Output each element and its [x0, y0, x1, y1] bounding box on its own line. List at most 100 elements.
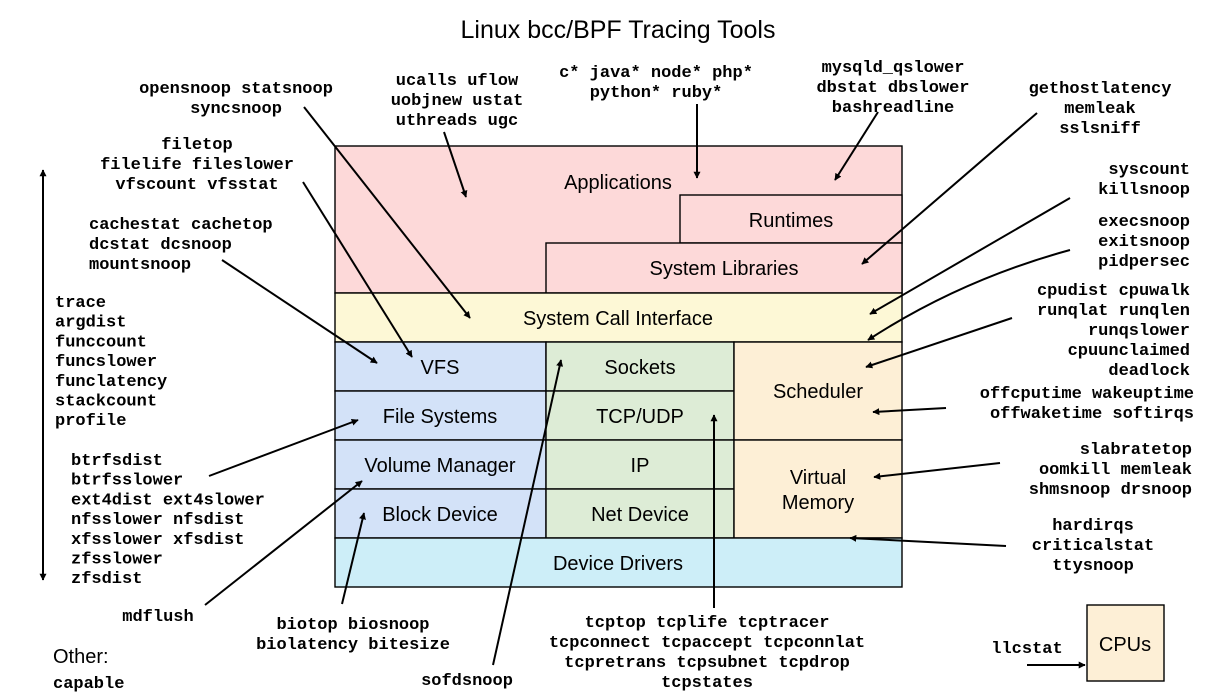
- applications-label: Applications: [564, 172, 672, 194]
- tool-line: syscount: [1108, 161, 1190, 180]
- tool-line: python* ruby*: [590, 84, 723, 103]
- tool-line: mdflush: [122, 608, 193, 627]
- tool-line: tcpretrans tcpsubnet tcpdrop: [564, 654, 850, 673]
- system-libraries-label: System Libraries: [650, 258, 799, 280]
- arrow-ucalls-to-applications: [443, 131, 468, 198]
- tool-line: cpuunclaimed: [1068, 342, 1190, 361]
- tool-line: killsnoop: [1098, 181, 1190, 200]
- arrow-gethostlatency-to-syslib: [861, 112, 1038, 265]
- tool-line: biotop biosnoop: [276, 616, 429, 635]
- tool-line: btrfsdist: [71, 452, 163, 471]
- stack: [334, 145, 1165, 682]
- tool-line: argdist: [55, 314, 126, 333]
- tool-line: hardirqs: [1052, 517, 1134, 536]
- tool-line: uthreads ugc: [396, 112, 518, 131]
- tool-line: sslsniff: [1059, 120, 1141, 139]
- tool-line: ucalls uflow: [396, 72, 519, 91]
- tool-line: tcptop tcplife tcptracer: [585, 614, 830, 633]
- virtual-memory-label-line1: Virtual: [790, 467, 846, 489]
- block-device-label: Block Device: [382, 504, 498, 526]
- tool-line: stackcount: [55, 393, 157, 412]
- tools-mdflush-group: mdflush: [122, 608, 193, 627]
- arrow-cachestat-to-vfs: [221, 259, 378, 364]
- tool-line: profile: [55, 412, 126, 431]
- virtual-memory-layer: [733, 439, 903, 539]
- scheduler-label: Scheduler: [773, 381, 863, 403]
- tool-line: c* java* node* php*: [559, 64, 753, 83]
- arrows: [39, 104, 1086, 669]
- tool-line: mysqld_qslower: [822, 59, 965, 78]
- arrow-slabratetop-to-vm: [873, 462, 1001, 480]
- tool-line: trace: [55, 294, 106, 313]
- file-systems-layer: [334, 390, 547, 441]
- tool-line: filetop: [161, 136, 232, 155]
- arrow-offcpu-to-scheduler: [872, 407, 947, 416]
- tool-line: dbstat dbslower: [816, 79, 969, 98]
- tool-line: offwaketime softirqs: [990, 405, 1194, 424]
- cpus-label: CPUs: [1099, 634, 1151, 656]
- arrow-execsnoop-to-scheduler: [867, 249, 1071, 341]
- system-call-interface-layer: [334, 292, 903, 343]
- net-device-layer: [545, 488, 735, 539]
- tool-line: funccount: [55, 333, 147, 352]
- tool-line: mountsnoop: [89, 256, 191, 275]
- arrow-opensnoop-to-syscall: [303, 106, 471, 319]
- tool-line: shmsnoop drsnoop: [1029, 481, 1192, 500]
- arrow-mdflush-to-volume: [204, 480, 363, 606]
- tool-line: tcpstates: [661, 674, 753, 693]
- tool-line: sofdsnoop: [421, 672, 513, 691]
- tool-line: btrfsslower: [71, 472, 183, 491]
- arrow-hardirqs-to-drivers: [849, 534, 1007, 547]
- tool-line: xfsslower xfsdist: [71, 531, 244, 550]
- sockets-label: Sockets: [604, 357, 675, 379]
- arrow-cpudist-to-scheduler: [865, 317, 1013, 369]
- tool-line: vfscount vfsstat: [115, 176, 278, 195]
- runtimes-label: Runtimes: [749, 210, 833, 232]
- tool-line: execsnoop: [1098, 213, 1190, 232]
- tool-line: opensnoop statsnoop: [139, 80, 333, 99]
- tool-line: criticalstat: [1032, 537, 1154, 556]
- block-device-layer: [334, 488, 547, 539]
- tcp-udp-label: TCP/UDP: [596, 406, 684, 428]
- tool-line: offcputime wakeuptime: [980, 385, 1194, 404]
- tool-line: capable: [53, 675, 124, 694]
- tool-line: exitsnoop: [1098, 233, 1190, 252]
- tool-line: funcslower: [55, 353, 157, 372]
- tool-line: memleak: [1064, 100, 1135, 119]
- tool-line: syncsnoop: [190, 100, 282, 119]
- tool-line: zfsdist: [71, 570, 142, 589]
- tool-line: dcstat dcsnoop: [89, 236, 232, 255]
- arrow-biotop-to-blockdevice: [341, 512, 366, 605]
- net-device-label: Net Device: [591, 504, 689, 526]
- device-drivers-label: Device Drivers: [553, 553, 683, 575]
- runtimes-layer: [679, 194, 903, 244]
- tool-line: biolatency bitesize: [256, 636, 450, 655]
- tool-line: ttysnoop: [1052, 557, 1134, 576]
- arrow-mysqld-to-applications: [834, 111, 879, 181]
- virtual-memory-label-line2: Memory: [782, 492, 854, 514]
- tools-language-group: c* java* node* php*python* ruby*: [559, 64, 753, 103]
- tool-line: cpudist cpuwalk: [1037, 282, 1190, 301]
- arrow-syscount-to-syscall: [869, 197, 1071, 315]
- tool-line: nfsslower nfsdist: [71, 511, 244, 530]
- diagram-title: Linux bcc/BPF Tracing Tools: [461, 16, 776, 44]
- tool-line: zfsslower: [71, 551, 163, 570]
- tool-line: slabratetop: [1080, 441, 1192, 460]
- tool-line: pidpersec: [1098, 253, 1190, 272]
- arrow-sofdsnoop-to-sockets: [492, 359, 564, 666]
- tool-line: deadlock: [1108, 362, 1190, 381]
- tool-line: gethostlatency: [1029, 80, 1172, 99]
- arrow-filesystem-tools-to-fs: [208, 418, 359, 477]
- tool-line: llcstat: [991, 640, 1062, 659]
- tool-line: ext4dist ext4slower: [71, 491, 265, 510]
- tool-line: funclatency: [55, 373, 167, 392]
